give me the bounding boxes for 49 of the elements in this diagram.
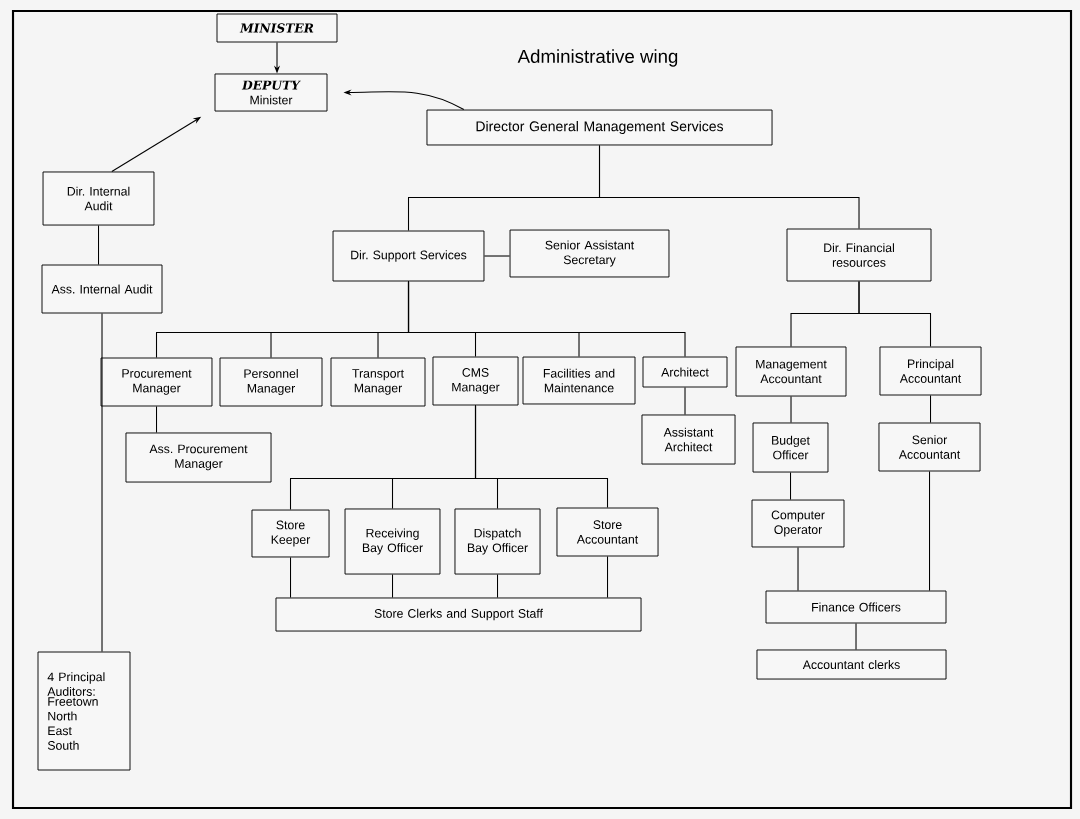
connector-line [929,394,932,424]
connector-line [289,556,292,599]
connector-line [928,470,931,592]
connector-line [855,622,857,651]
org-box: Dir. Internal Audit [42,171,155,226]
org-box: Store Keeper [251,509,330,558]
connector-line [391,573,394,599]
org-box: Principal Accountant [879,346,982,396]
org-box: Receiving Bay Officer [344,508,441,575]
org-box: CMS Manager [432,356,519,406]
connector-line [790,395,792,424]
org-box: Director General Management Services [426,109,773,146]
connector-line [407,280,686,358]
org-box: Management Accountant [735,346,847,397]
org-box: Senior Accountant [878,422,981,472]
org-box: Personnel Manager [219,357,323,407]
connector-line [684,386,686,416]
connector-line [474,404,609,509]
org-box: Dir. Support Services [332,230,485,282]
org-box: Budget Officer [752,422,829,473]
org-box: Accountant clerks [756,649,947,680]
org-box: Dispatch Bay Officer [454,508,541,575]
connector-line [789,471,792,501]
org-box: Ass. Procurement Manager [125,432,272,483]
org-box: MINISTER [216,13,338,43]
connector-line [797,546,799,592]
org-box: Store Accountant [556,507,659,557]
org-box: Finance Officers [765,590,947,624]
org-box: Senior Assistant Secretary [509,229,670,278]
connector-line [155,405,158,434]
connector-line [97,224,100,266]
org-box: DEPUTY Minister [214,73,328,112]
org-box: Procurement Manager [100,357,213,407]
connector-line [496,573,499,599]
org-box: Facilities and Maintenance [522,356,636,405]
org-box: Dir. Financial resources [786,228,932,282]
org-box: Assistant Architect [641,414,736,465]
connector-line [101,312,103,653]
org-box: Transport Manager [330,357,426,407]
org-box: Architect [642,356,728,388]
connector-line [858,280,932,348]
org-box: Computer Operator [751,499,845,548]
connector-line [483,255,511,257]
connector-line [606,555,609,599]
org-box: Store Clerks and Support Staff [275,597,642,632]
org-box: Ass. Internal Audit [41,264,163,314]
org-box: 4 Principal Auditors: Freetown North East South [37,651,131,771]
connector-line [598,144,860,230]
title: Administrative wing [517,49,678,67]
